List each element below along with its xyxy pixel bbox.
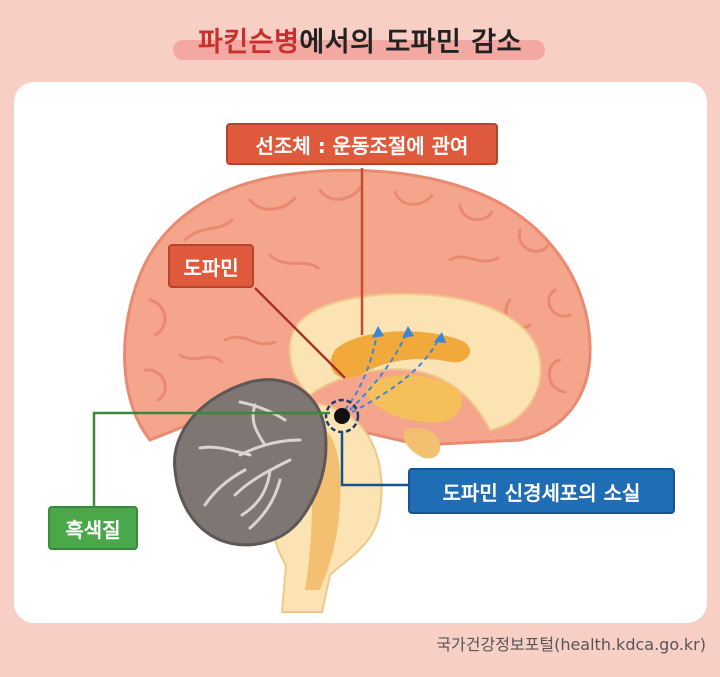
striatum: [330, 331, 471, 379]
label-neuron-loss: 도파민 신경세포의 소실: [408, 468, 675, 514]
source-credit: 국가건강정보포털(health.kdca.go.kr): [436, 635, 706, 654]
pituitary: [403, 428, 441, 459]
arrowheads: [372, 326, 446, 343]
gyri-folds: [143, 186, 572, 402]
label-dopamine: 도파민: [168, 244, 254, 288]
title-highlight: [173, 40, 545, 60]
thalamus: [366, 374, 463, 423]
neuron-loss-leader: [340, 432, 410, 487]
label-substantia-nigra: 흑색질: [48, 506, 138, 550]
nigra-leader: [92, 411, 330, 512]
page-title: 파킨슨병에서의 도파민 감소: [0, 20, 720, 59]
substantia-nigra-dot: [334, 408, 350, 424]
cerebellum-arbor: [198, 400, 302, 530]
title-area: 파킨슨병에서의 도파민 감소: [0, 14, 720, 64]
dopamine-leader: [254, 287, 346, 379]
dopamine-pathway-arrows: [344, 329, 441, 413]
cerebellum: [173, 378, 328, 547]
label-striatum: 선조체 : 운동조절에 관여: [226, 123, 498, 165]
title-accent: 파킨슨병: [198, 27, 300, 58]
corpus-callosum: [288, 293, 542, 432]
title-rest: 에서의 도파민 감소: [299, 27, 522, 58]
